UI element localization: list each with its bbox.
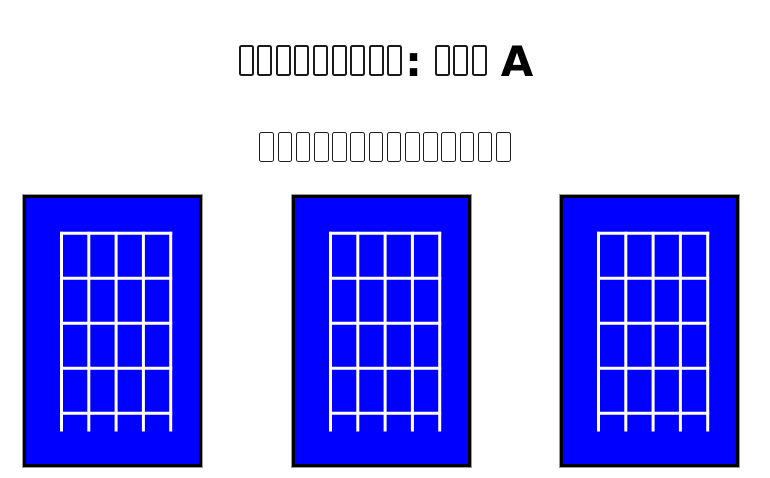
missing-glyph-box	[459, 131, 475, 162]
missing-glyph-box	[477, 131, 493, 162]
missing-glyph-box	[294, 45, 310, 77]
page-title: :A	[0, 41, 770, 83]
missing-glyph-box	[495, 131, 511, 162]
missing-glyph-box	[386, 131, 402, 162]
missing-glyph-box	[331, 45, 347, 77]
missing-glyph-box	[259, 131, 275, 162]
missing-glyph-box	[257, 45, 273, 77]
missing-glyph-box	[332, 131, 347, 162]
missing-glyph-box	[423, 131, 438, 162]
missing-glyph-box	[312, 45, 328, 77]
missing-glyph-box	[314, 131, 329, 162]
missing-glyph-box	[434, 45, 450, 77]
missing-glyph-box	[277, 131, 293, 162]
chord-diagram-2	[290, 194, 472, 468]
title-missing-glyphs	[237, 41, 404, 83]
missing-glyph-box	[275, 45, 291, 77]
missing-glyph-box	[368, 131, 384, 162]
missing-glyph-box	[350, 45, 366, 77]
subtitle-missing-glyphs	[258, 131, 513, 168]
missing-glyph-box	[350, 131, 366, 162]
chord-diagram-1	[22, 194, 203, 468]
title-key-label: A	[500, 37, 534, 87]
fretboard-grid	[597, 231, 710, 432]
missing-glyph-box	[368, 45, 384, 77]
fretboard-grid	[60, 231, 173, 432]
missing-glyph-box	[238, 45, 254, 77]
chord-diagram-3	[559, 194, 740, 468]
fretboard-grid	[328, 231, 441, 432]
missing-glyph-box	[404, 131, 420, 162]
title-colon: :	[405, 37, 422, 87]
chord-diagram-row	[22, 194, 740, 468]
missing-glyph-box	[295, 131, 311, 162]
page-subtitle	[0, 131, 770, 168]
missing-glyph-box	[471, 45, 487, 77]
title-key-missing-glyphs	[433, 41, 489, 83]
missing-glyph-box	[453, 45, 469, 77]
missing-glyph-box	[441, 131, 456, 162]
missing-glyph-box	[387, 45, 403, 77]
